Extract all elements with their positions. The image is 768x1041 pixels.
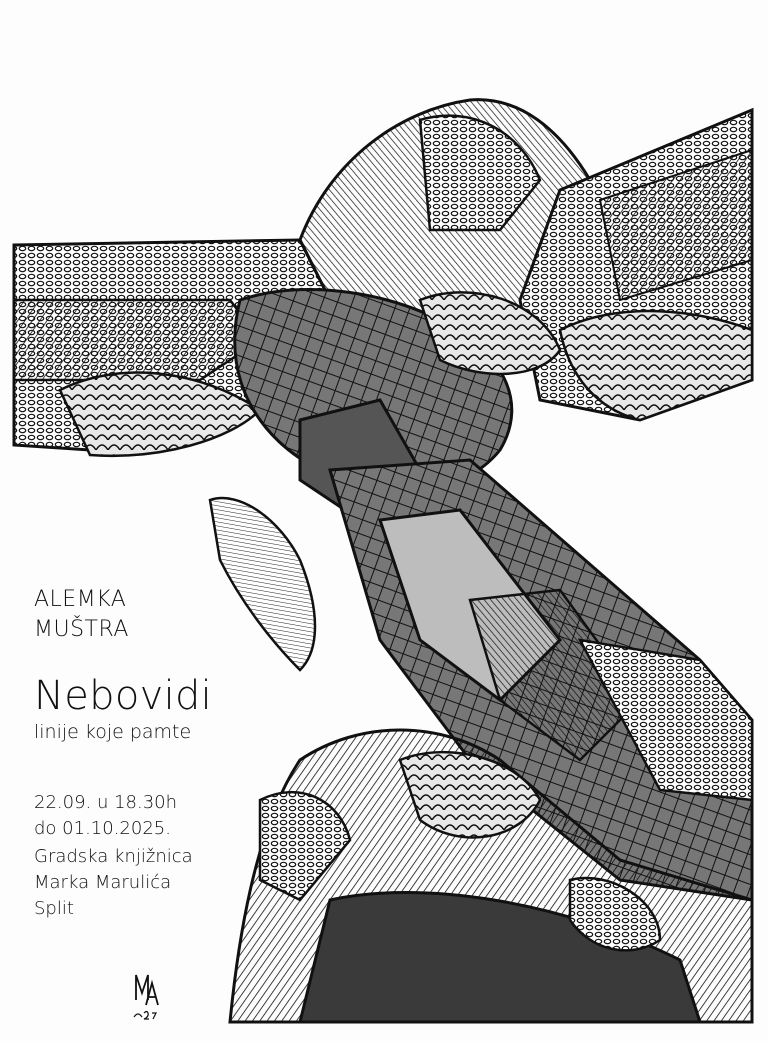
- exhibition-subtitle: linije koje pamte: [34, 721, 192, 743]
- venue-city: Split: [34, 898, 74, 919]
- closing-date: do 01.10.2025.: [34, 818, 171, 839]
- venue-name-line2: Marka Marulića: [34, 872, 172, 893]
- opening-date: 22.09. u 18.30h: [34, 792, 178, 813]
- artist-last-name: MUŠTRA: [34, 617, 129, 642]
- artist-first-name: ALEMKA: [34, 587, 127, 612]
- artist-signature: [133, 974, 159, 1020]
- exhibition-title: Nebovidi: [34, 673, 213, 719]
- venue-name-line1: Gradska knjižnica: [34, 846, 193, 867]
